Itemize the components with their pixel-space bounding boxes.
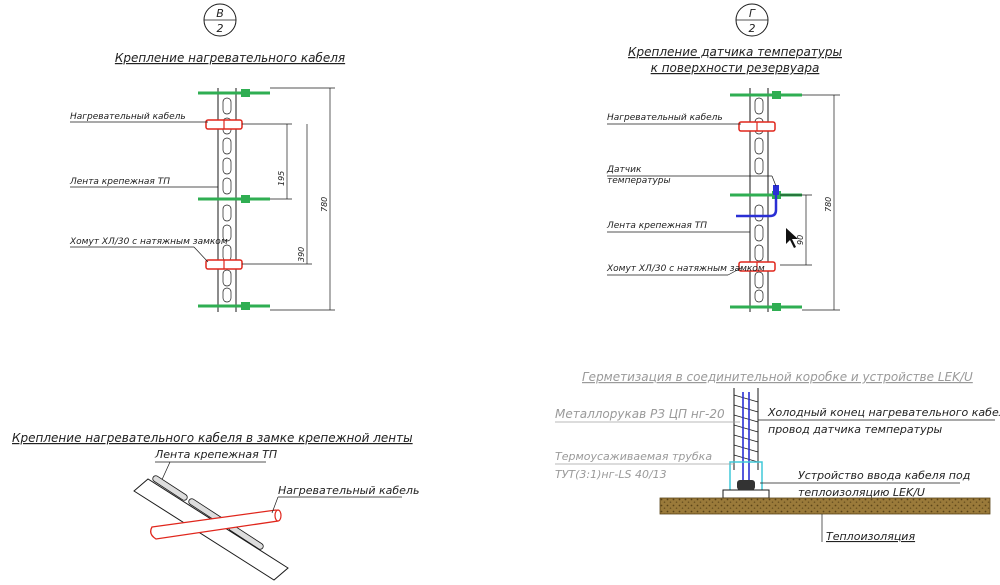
clamp-bottom-g	[738, 261, 776, 272]
horizontal-tape-mid	[198, 195, 270, 203]
cold-end-label-line2: провод датчика температуры	[768, 423, 943, 436]
clamp-bottom	[205, 259, 243, 270]
label-clamp-v: Хомут ХЛ/30 с натяжным замком	[69, 237, 228, 247]
dim-v-390: 390	[297, 247, 306, 262]
label-mounting-tape-v: Лента крепежная ТП	[69, 177, 170, 187]
view-g-title-line1: Крепление датчика температуры	[628, 45, 842, 59]
dimension-195: 195	[242, 123, 292, 200]
insulation-label: Теплоизоляция	[826, 530, 915, 543]
lock-view-tape-label: Лента крепежная ТП	[154, 448, 277, 461]
heatshrink-label-line1: Термоусаживаемая трубка	[555, 450, 712, 463]
lock-view-cable-label: Нагревательный кабель	[278, 484, 419, 497]
view-v-letter: В	[216, 7, 224, 20]
cursor-icon	[786, 228, 798, 248]
entry-device-label-line2: теплоизоляцию LEK/U	[798, 486, 925, 499]
seal-view-title: Герметизация в соединительной коробке и …	[582, 370, 973, 384]
dim-v-195: 195	[277, 171, 286, 186]
horizontal-tape-bottom-g	[730, 303, 802, 311]
view-g: Г 2 Крепление датчика температуры к пове…	[606, 3, 842, 312]
view-v-sheet: 2	[217, 22, 224, 35]
label-clamp-g: Хомут ХЛ/30 с натяжным замком	[606, 264, 765, 274]
entry-device-label-line1: Устройство ввода кабеля под	[798, 469, 970, 482]
heatshrink-label-line2: ТУТ(3:1)нг-LS 40/13	[555, 468, 667, 481]
lock-view: Крепление нагревательного кабеля в замке…	[12, 431, 419, 581]
clamp-top-g	[738, 121, 776, 132]
view-g-title-line2: к поверхности резервуара	[651, 61, 820, 75]
dimension-780: 780	[270, 87, 335, 311]
dim-v-780: 780	[320, 197, 329, 212]
label-sensor-line1: Датчик	[606, 165, 642, 175]
cold-end-label-line1: Холодный конец нагревательного кабеля /	[767, 406, 1000, 419]
label-sensor-line2: температуры	[607, 176, 671, 186]
clamp-top	[205, 119, 243, 130]
dim-g-780: 780	[824, 197, 833, 212]
dimension-780-g: 780	[802, 94, 840, 311]
seal-view: Герметизация в соединительной коробке и …	[555, 370, 1000, 543]
lock-view-cable	[150, 509, 282, 540]
view-v-title: Крепление нагревательного кабеля	[115, 51, 345, 65]
view-g-sheet: 2	[749, 22, 756, 35]
horizontal-tape-bottom	[198, 302, 270, 310]
metal-hose	[733, 388, 759, 484]
dimension-390: 390	[242, 124, 312, 265]
lock-view-title: Крепление нагревательного кабеля в замке…	[12, 431, 413, 445]
horizontal-tape-top-g	[730, 91, 802, 99]
dimension-90-g: 90	[780, 194, 812, 266]
dim-g-90: 90	[796, 235, 805, 245]
label-heating-cable-g: Нагревательный кабель	[607, 113, 723, 123]
temperature-sensor	[736, 185, 779, 218]
view-v: В 2 Крепление нагревательного кабеля	[69, 3, 345, 312]
label-heating-cable-v: Нагревательный кабель	[70, 112, 186, 122]
label-mounting-tape-g: Лента крепежная ТП	[606, 221, 707, 231]
metal-hose-label: Металлорукав РЗ ЦП нг-20	[555, 407, 725, 421]
view-g-letter: Г	[749, 7, 756, 20]
insulation-layer	[659, 497, 991, 515]
horizontal-tape-top	[198, 89, 270, 97]
